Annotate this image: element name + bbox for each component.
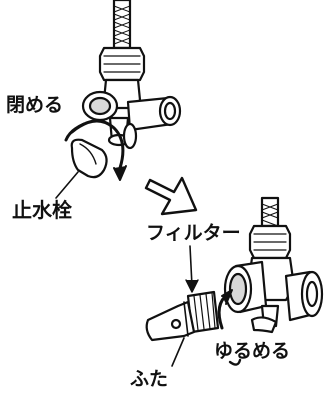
stop-valve-closed-illustration xyxy=(55,0,182,199)
lid-icon xyxy=(145,300,196,342)
valve-handle-icon xyxy=(70,138,108,179)
step-arrow-icon xyxy=(144,176,198,216)
label-stop-valve: 止水栓 xyxy=(12,198,72,222)
label-loosen: ゆるめる xyxy=(214,340,291,362)
hose-icon xyxy=(260,196,280,228)
label-close: 閉める xyxy=(6,94,64,116)
close-rotation-arrow-icon xyxy=(64,119,127,181)
label-lid: ふた xyxy=(130,368,169,390)
label-filter: フィルター xyxy=(146,222,241,244)
stop-valve-open-illustration xyxy=(145,196,324,367)
loosen-rotation-arrow-icon xyxy=(217,289,242,366)
